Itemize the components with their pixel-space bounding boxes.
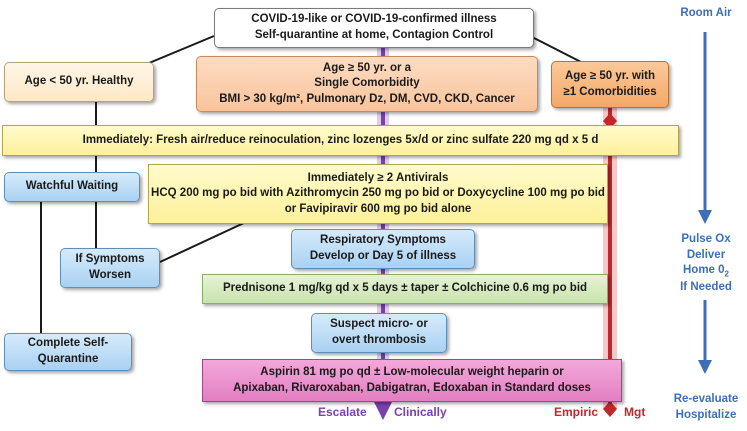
antivirals-box: Immediately ≥ 2 Antivirals HCQ 200 mg po… [148,164,608,224]
empiric-label: Empiric [554,405,599,419]
prednisone-box: Prednisone 1 mg/kg qd x 5 days ± taper ±… [202,274,608,304]
room-air-label: Room Air [676,6,736,22]
antivirals-line3: or Favipiravir 600 mg po bid alone [284,202,472,215]
pulse-ox-line1: Pulse Ox [681,233,731,245]
watchful-waiting-box: Watchful Waiting [4,172,140,202]
anticoagulation-line2: Apixaban, Rivaroxaban, Dabigatran, Edoxa… [233,381,591,394]
single-comorbidity-line3: BMI > 30 kg/m², Pulmonary Dz, DM, CVD, C… [219,92,515,105]
pulse-ox-line2: Deliver [686,248,726,261]
single-comorbidity-box: Age ≥ 50 yr. or a Single Comorbidity BMI… [196,56,538,112]
complete-quarantine-box: Complete Self- Quarantine [4,333,132,371]
thrombosis-box: Suspect micro- or overt thrombosis [311,313,447,353]
thrombosis-line2: overt thrombosis [332,334,426,346]
thrombosis-line1: Suspect micro- or [330,318,428,331]
connector-worsen-antivirals [159,221,247,263]
young-healthy-box: Age < 50 yr. Healthy [4,62,154,102]
room-air-text: Room Air [680,7,732,19]
initial-illness-line1: COVID-19-like or COVID-19-confirmed illn… [251,13,497,26]
single-comorbidity-line2: Single Comorbidity [314,77,420,90]
complete-quarantine-line2: Quarantine [37,353,99,365]
reevaluate-label: Re-evaluate Hospitalize [666,392,746,423]
blue-arrow-head-bottom [698,360,712,374]
pulse-ox-line3: Home 02 [670,263,742,280]
pulse-ox-line3-text: Home 0 [683,264,725,277]
respiratory-symptoms-line1: Respiratory Symptoms [320,234,446,247]
pulse-ox-line4: If Needed [680,281,732,294]
single-comorbidity-line1: Age ≥ 50 yr. or a [322,61,412,74]
complete-quarantine-line1: Complete Self- [27,337,109,350]
anticoagulation-box: Aspirin 81 mg po qd ± Low-molecular weig… [202,359,622,402]
multi-comorbidity-box: Age ≥ 50 yr. with ≥1 Comorbidities [551,61,669,108]
clinically-label: Clinically [394,405,447,419]
reevaluate-line2: Hospitalize [675,408,737,421]
antivirals-line2: HCQ 200 mg po bid with Azithromycin 250 … [151,187,605,200]
blue-arrow-head-top [698,210,712,224]
young-healthy-label: Age < 50 yr. Healthy [24,75,134,88]
purple-arrow-head [374,402,392,420]
escalate-label: Escalate [318,405,367,419]
anticoagulation-line1: Aspirin 81 mg po qd ± Low-molecular weig… [260,365,564,378]
connector-start-high [533,37,584,64]
prednisone-label: Prednisone 1 mg/kg qd x 5 days ± taper ±… [222,282,588,295]
respiratory-symptoms-box: Respiratory Symptoms Develop or Day 5 of… [291,229,475,269]
initial-illness-box: COVID-19-like or COVID-19-confirmed illn… [214,8,534,48]
multi-comorbidity-line2: ≥1 Comorbidities [563,85,657,98]
multi-comorbidity-line1: Age ≥ 50 yr. with [564,69,656,82]
black-connectors [40,35,584,333]
mgt-label: Mgt [624,405,646,419]
respiratory-symptoms-line2: Develop or Day 5 of illness [309,250,457,262]
symptoms-worsen-line2: Worsen [89,269,131,281]
pulse-ox-label: Pulse Ox Deliver Home 02 If Needed [670,232,742,296]
pulse-ox-subscript: 2 [724,269,729,279]
red-diamond-bottom [603,401,617,417]
immediate-measures-label: Immediately: Fresh air/reduce reinoculat… [82,133,599,146]
reevaluate-line1: Re-evaluate [673,393,739,405]
symptoms-worsen-box: If Symptoms Worsen [60,248,160,288]
immediate-measures-box: Immediately: Fresh air/reduce reinoculat… [2,125,679,156]
initial-illness-line2: Self-quarantine at home, Contagion Contr… [254,29,494,41]
watchful-waiting-label: Watchful Waiting [25,180,119,193]
antivirals-line1: Immediately ≥ 2 Antivirals [307,171,449,184]
symptoms-worsen-line1: If Symptoms [75,253,145,266]
